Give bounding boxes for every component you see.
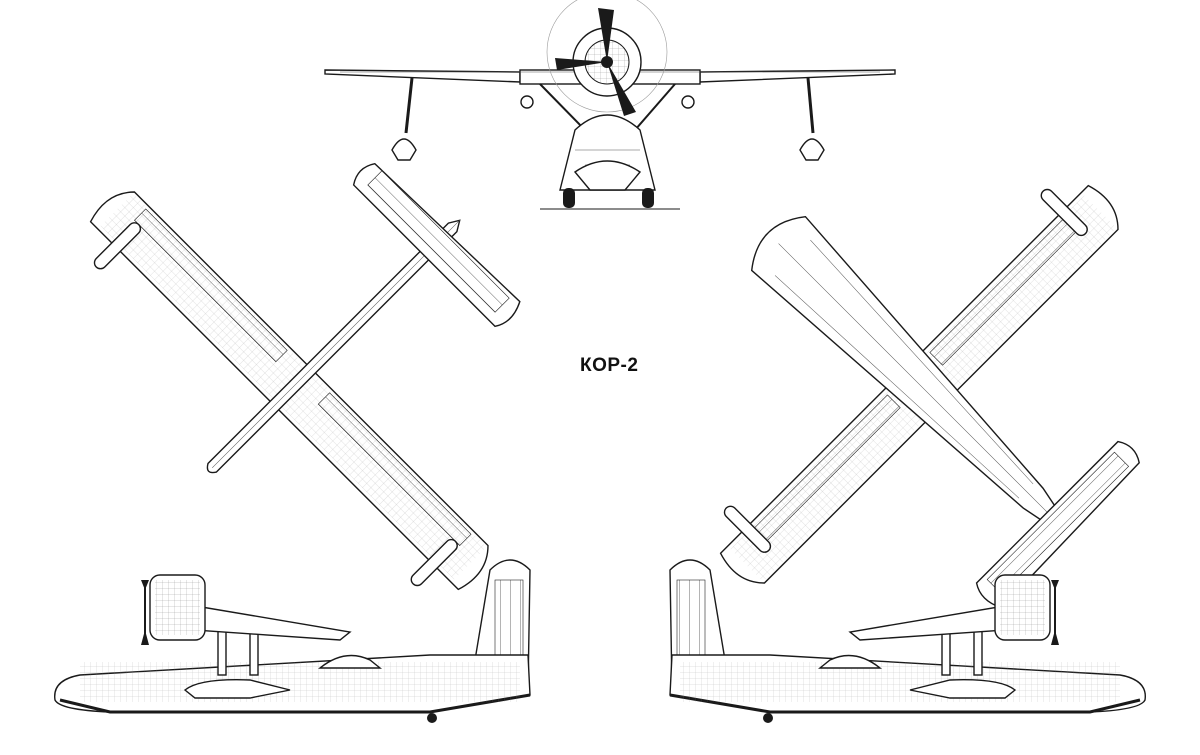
front-right-float <box>799 138 825 161</box>
side-view-left <box>54 559 531 723</box>
side-view-right <box>669 559 1146 723</box>
propeller-blade <box>598 8 614 62</box>
top-view-right-float <box>410 538 458 587</box>
side-right-float <box>909 679 1017 699</box>
front-left-bomb <box>520 95 534 109</box>
front-right-bomb <box>681 95 695 109</box>
figure-title: КОР-2 <box>580 355 639 376</box>
bottom-view-left-float <box>1040 188 1088 237</box>
top-view <box>89 162 521 591</box>
front-left-float-strut <box>404 77 414 134</box>
front-right-wheel <box>642 188 654 208</box>
side-left-canopy <box>318 654 382 669</box>
front-left-wheel <box>563 188 575 208</box>
top-view-left-float <box>93 222 142 270</box>
side-right-canopy <box>818 654 882 669</box>
propeller-disc <box>546 0 668 113</box>
front-right-float-strut <box>806 77 815 134</box>
side-left-float <box>183 679 291 699</box>
front-view <box>324 0 896 210</box>
front-left-float <box>391 138 417 161</box>
bottom-view-right-float <box>723 505 772 553</box>
bottom-view <box>719 184 1140 609</box>
